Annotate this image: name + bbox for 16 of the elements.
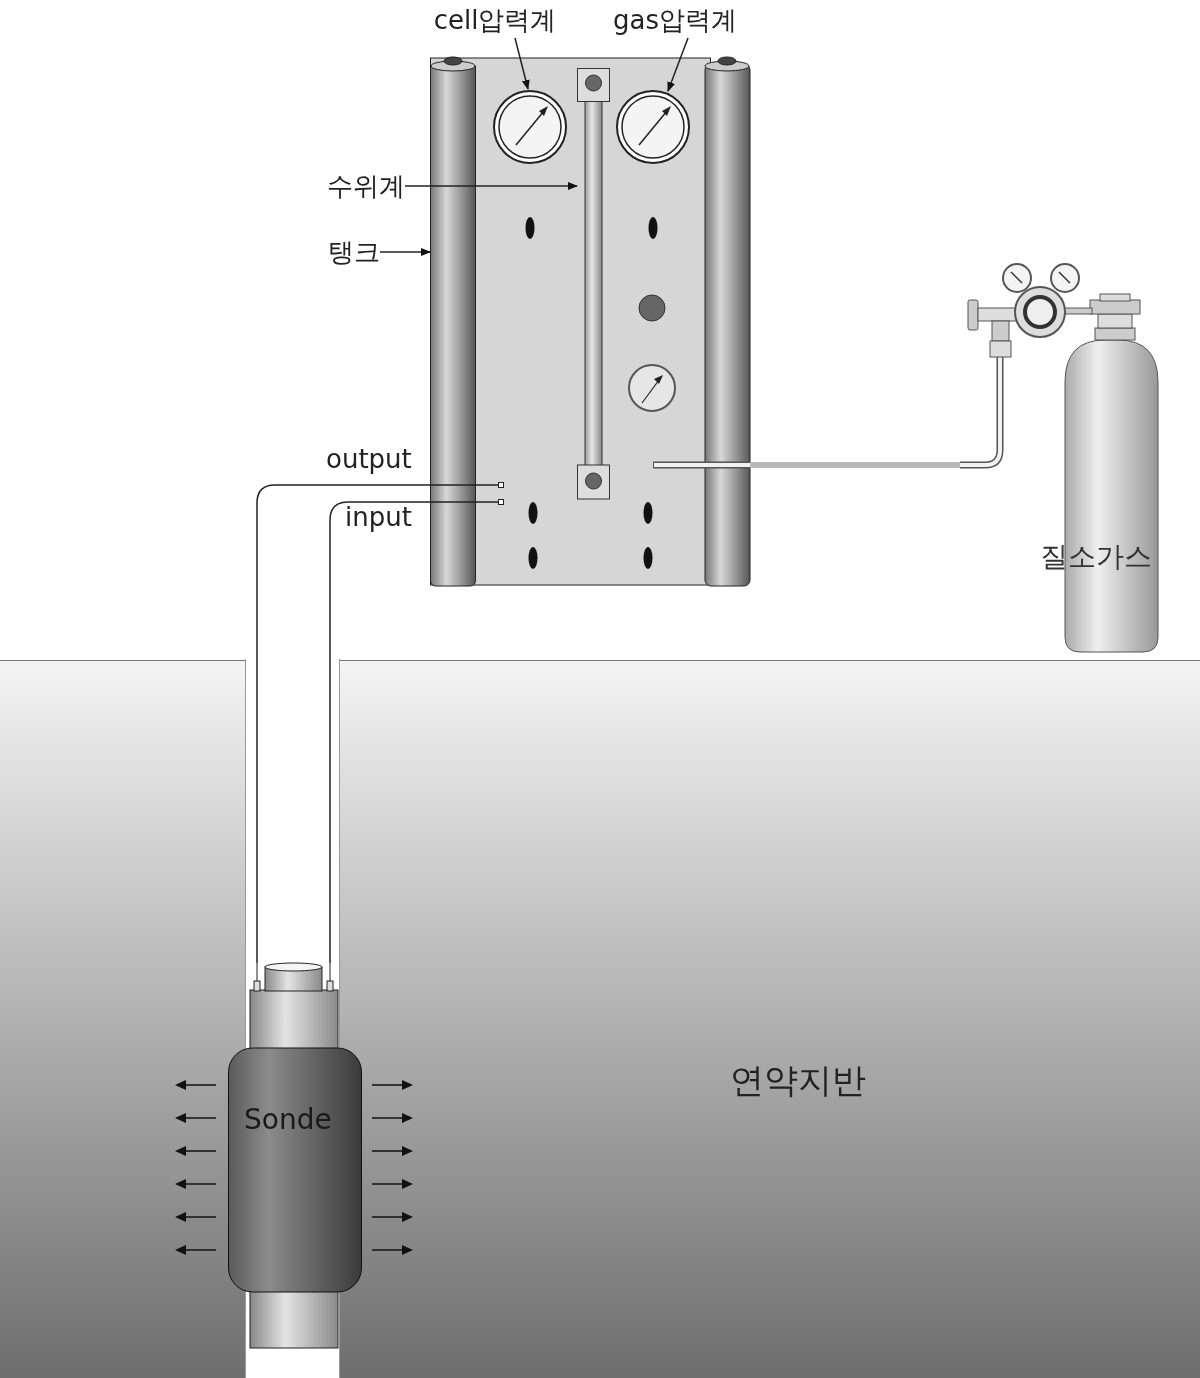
leader-line — [404, 182, 578, 190]
cylinder-label: 질소가스 — [1040, 539, 1152, 575]
ground-label: 연약지반 — [730, 1059, 866, 1102]
port-label: input — [345, 502, 412, 532]
gas-hose — [750, 462, 960, 468]
callout-label: 수위계 — [305, 168, 405, 204]
signal-cable — [256, 484, 499, 964]
leader-line — [514, 37, 530, 90]
callout-label: 탱크 — [305, 234, 380, 270]
sonde-label: Sonde — [244, 1103, 332, 1136]
leader-line — [379, 248, 431, 256]
leader-line — [667, 37, 689, 92]
callout-label: cell압력계 — [410, 2, 580, 38]
signal-cable — [329, 501, 499, 964]
port-label: output — [326, 444, 412, 474]
callout-label: gas압력계 — [590, 2, 760, 38]
